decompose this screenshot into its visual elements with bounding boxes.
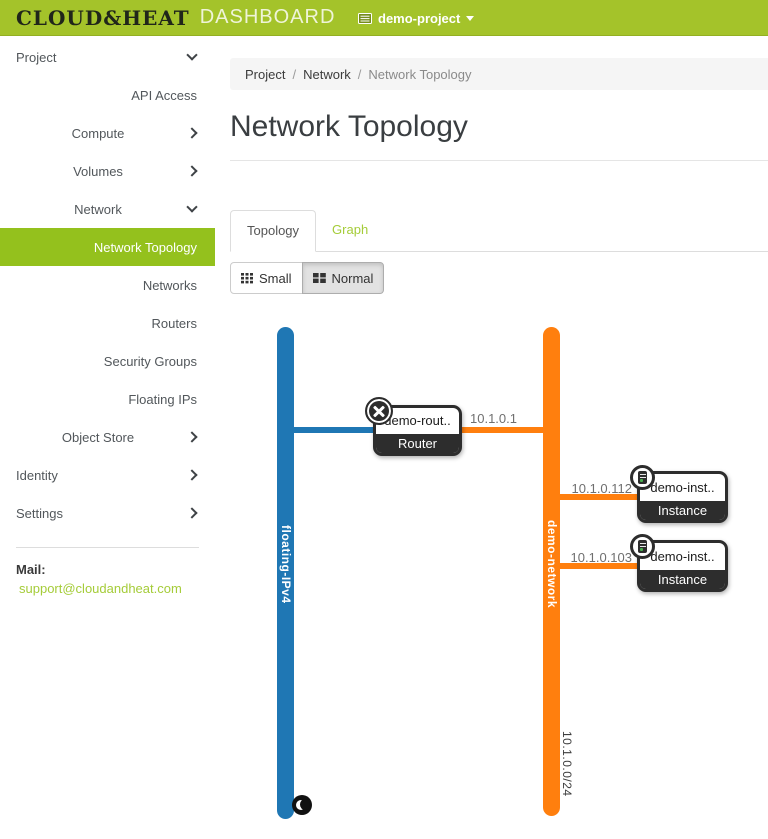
sidebar-item-security-groups[interactable]: Security Groups [0, 342, 215, 380]
sidebar-item-label: Project [16, 49, 57, 65]
router-type-label: Router [376, 434, 459, 453]
router-external-link [285, 427, 403, 433]
demo-network-label: demo-network [545, 520, 559, 609]
router-icon [365, 397, 393, 425]
sidebar-item-object-store[interactable]: Object Store [0, 418, 215, 456]
instance-2-link [552, 563, 664, 569]
small-view-button[interactable]: Small [230, 262, 303, 294]
instance-1-link [552, 494, 664, 500]
main-content: Project / Network / Network Topology Net… [215, 36, 768, 839]
sidebar-item-compute[interactable]: Compute [0, 114, 215, 152]
router-ip-label: 10.1.0.1 [470, 411, 517, 426]
chevron-right-icon [186, 127, 198, 139]
sidebar-item-network[interactable]: Network [0, 190, 215, 228]
tab-topology[interactable]: Topology [230, 210, 317, 252]
topology-canvas: floating-IPv4 demo-network 10.1.0.0/24 d… [230, 306, 768, 826]
contact-block: Mail: support@cloudandheat.com [0, 548, 215, 596]
mail-label: Mail: [16, 562, 46, 577]
sidebar-item-label: Security Groups [103, 353, 197, 369]
instance-1-ip-label: 10.1.0.112 [571, 481, 632, 496]
router-name: demo-rout.. [384, 413, 451, 428]
brand-logo[interactable]: CLOUD&HEAT [16, 5, 190, 30]
project-list-icon [358, 12, 372, 24]
small-view-label: Small [259, 270, 292, 286]
breadcrumb: Project / Network / Network Topology [230, 58, 768, 90]
support-email-link[interactable]: support@cloudandheat.com [19, 581, 182, 596]
sidebar-item-api-access[interactable]: API Access [0, 76, 215, 114]
title-divider [230, 160, 768, 161]
sidebar-nav: Project API Access Compute Volumes Netwo… [0, 36, 215, 839]
top-header: CLOUD&HEAT DASHBOARD demo-project [0, 0, 768, 36]
instance-1-type-label: Instance [640, 501, 725, 520]
external-network-bar[interactable] [277, 327, 294, 819]
breadcrumb-network[interactable]: Network [303, 66, 351, 82]
instance-2-ip-label: 10.1.0.103 [570, 550, 632, 565]
sidebar-item-identity[interactable]: Identity [0, 456, 215, 494]
sidebar-item-floating-ips[interactable]: Floating IPs [0, 380, 215, 418]
router-network-link [455, 427, 555, 433]
size-toggle-group: Small Normal [230, 262, 385, 294]
chevron-right-icon [186, 469, 198, 481]
brand-product-label: DASHBOARD [199, 6, 336, 28]
breadcrumb-project[interactable]: Project [245, 66, 286, 82]
chevron-right-icon [186, 507, 198, 519]
breadcrumb-separator: / [357, 66, 362, 82]
page-title: Network Topology [230, 110, 468, 143]
sidebar-item-label: Object Store [61, 429, 135, 445]
router-node[interactable]: demo-rout.. Router [373, 405, 462, 456]
project-switcher[interactable]: demo-project [358, 0, 475, 36]
sidebar-item-routers[interactable]: Routers [0, 304, 215, 342]
breadcrumb-current: Network Topology [368, 66, 472, 82]
instance-1-name: demo-inst.. [650, 480, 715, 495]
chevron-right-icon [186, 165, 198, 177]
sidebar-item-settings[interactable]: Settings [0, 494, 215, 532]
sidebar-item-label: Volumes [73, 163, 123, 179]
sidebar-item-networks[interactable]: Networks [0, 266, 215, 304]
globe-icon [292, 795, 312, 815]
chevron-right-icon [186, 431, 198, 443]
subnet-cidr-label: 10.1.0.0/24 [560, 731, 574, 797]
tab-bar: Topology Graph [230, 210, 768, 252]
small-grid-icon [241, 273, 253, 284]
sidebar-item-label: Network Topology [93, 239, 197, 255]
sidebar-item-label: Identity [16, 467, 58, 483]
normal-grid-icon [312, 273, 326, 283]
sidebar-item-label: Floating IPs [128, 391, 197, 407]
sidebar-item-label: Settings [16, 505, 63, 521]
tab-graph[interactable]: Graph [332, 222, 369, 237]
external-network-label: floating-IPv4 [279, 525, 293, 604]
normal-view-label: Normal [331, 270, 374, 286]
sidebar-item-label: API Access [131, 87, 197, 103]
instance-2-name: demo-inst.. [650, 549, 715, 564]
sidebar-item-label: Routers [151, 315, 197, 331]
sidebar-item-label: Compute [71, 125, 125, 141]
chevron-down-icon [186, 49, 198, 61]
sidebar-divider [16, 547, 199, 548]
project-switcher-label: demo-project [378, 10, 461, 26]
server-glyph [638, 540, 647, 553]
instance-2-type-label: Instance [640, 570, 725, 589]
sidebar-item-project[interactable]: Project [0, 38, 215, 76]
chevron-down-icon [186, 201, 198, 213]
sidebar-item-volumes[interactable]: Volumes [0, 152, 215, 190]
server-icon [630, 534, 655, 559]
normal-view-button[interactable]: Normal [301, 262, 385, 294]
sidebar-item-network-topology[interactable]: Network Topology [0, 228, 215, 266]
server-glyph [638, 471, 647, 484]
sidebar-item-label: Networks [142, 277, 197, 293]
sidebar-item-label: Network [74, 201, 122, 217]
breadcrumb-separator: / [292, 66, 297, 82]
caret-down-icon [466, 15, 475, 21]
demo-network-bar[interactable] [543, 327, 560, 816]
server-icon [630, 465, 655, 490]
